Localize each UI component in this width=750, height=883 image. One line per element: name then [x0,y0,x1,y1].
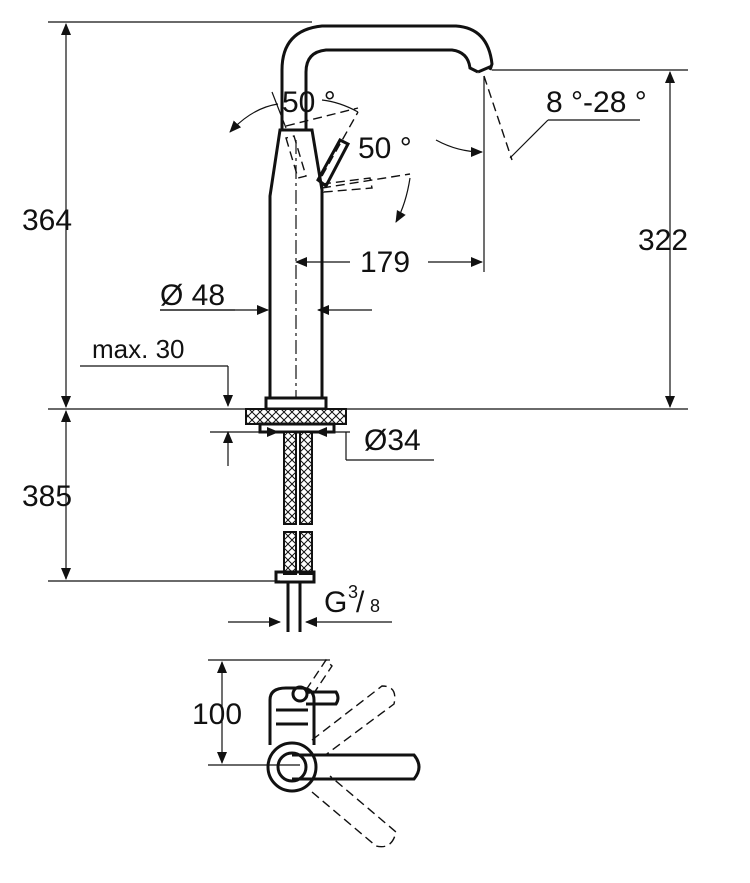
label-reach: 179 [360,246,410,279]
label-spout-angle: 8 °-28 ° [546,86,647,119]
label-connection-numerator: 3 [348,582,358,602]
label-connection-g: G [324,586,347,619]
dimension-labels: 364 322 385 179 Ø 48 Ø34 max. 30 50 ° 50… [22,86,688,731]
faucet-top-view [208,658,421,848]
label-total-height: 364 [22,204,72,237]
label-below-height: 385 [22,480,72,513]
label-lever-angle-top: 50 ° [282,86,336,119]
label-lever-angle-side: 50 ° [358,132,412,165]
dimension-lines [48,21,688,627]
label-lever-length: 100 [192,698,242,731]
label-connection-slash: / [356,586,365,619]
label-body-diameter: Ø 48 [160,279,225,312]
label-connection-denominator: 8 [370,596,380,616]
label-spout-height: 322 [638,224,688,257]
faucet-side-view [245,24,494,632]
label-max-thickness: max. 30 [92,334,185,364]
label-hole-diameter: Ø34 [364,424,421,457]
